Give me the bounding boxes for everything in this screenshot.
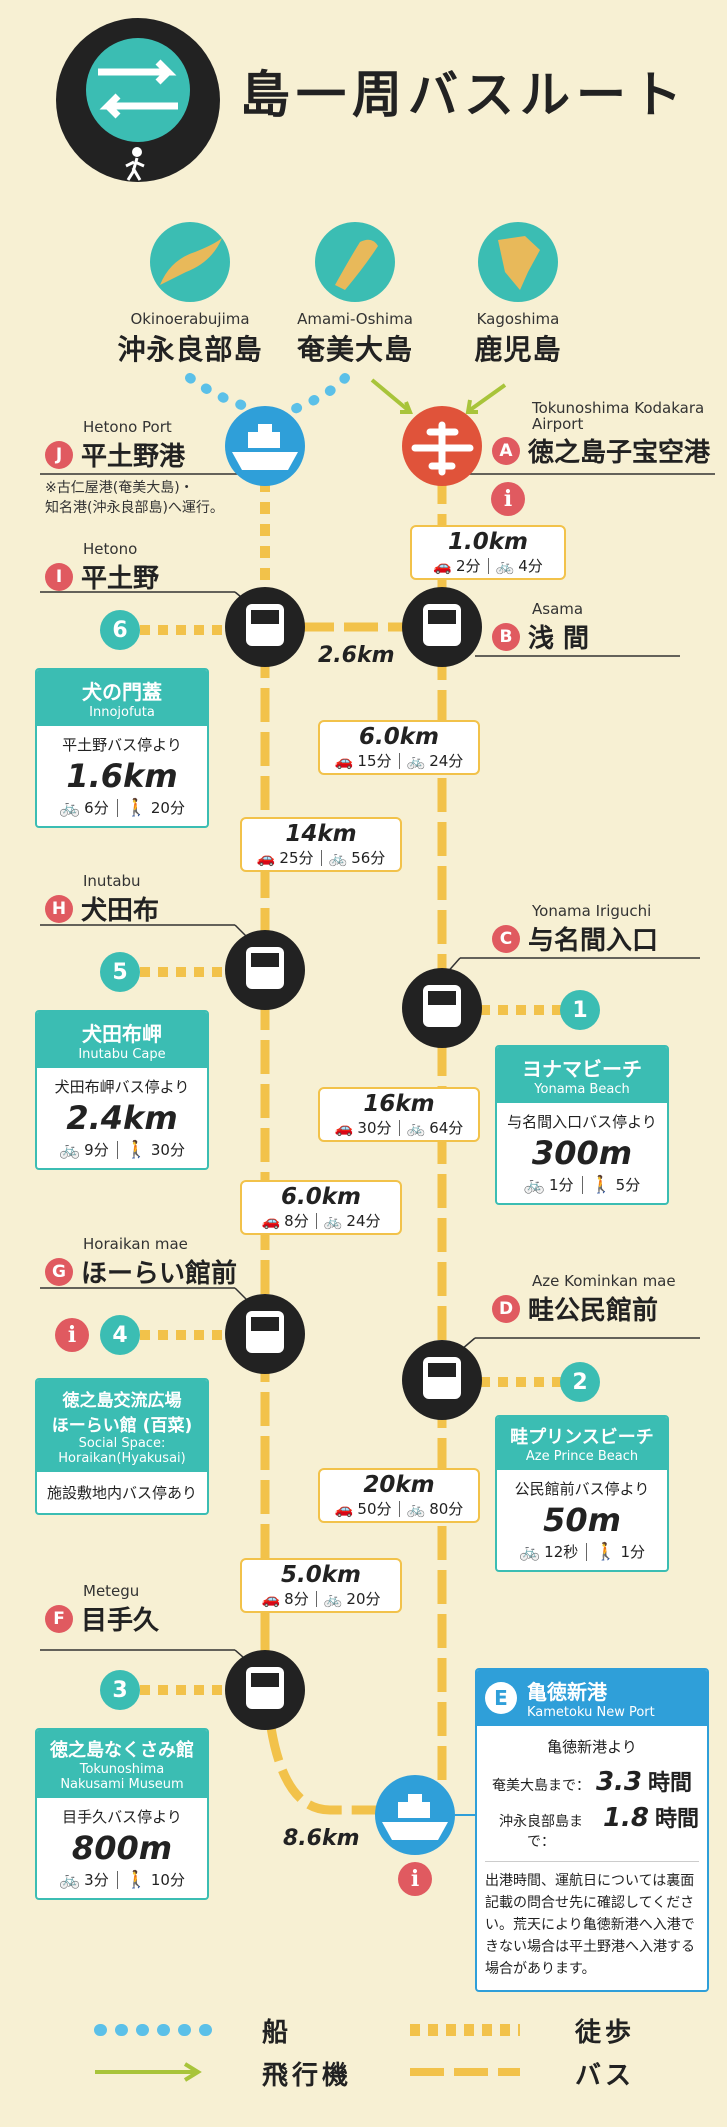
stop-letter: I xyxy=(45,562,73,591)
bicycle-icon: 🚲 xyxy=(323,1211,343,1230)
hetono-port-note: ※古仁屋港(奄美大島)・ 知名港(沖永良部島)へ運行。 xyxy=(45,480,224,516)
bicycle-icon: 🚲 xyxy=(406,1499,426,1518)
car-icon: 🚗 xyxy=(261,1589,281,1608)
bus-stop-D-icon xyxy=(402,1340,482,1420)
stop-letter: H xyxy=(45,894,73,923)
walking-icon: 🚶 xyxy=(125,1869,147,1890)
stop-letter: G xyxy=(45,1257,73,1286)
walking-icon: 🚶 xyxy=(590,1174,612,1195)
route-logo-icon xyxy=(56,18,220,182)
origin-okinoerabu: Okinoerabujima 沖永良部島 xyxy=(117,310,263,366)
bicycle-icon: 🚲 xyxy=(59,797,81,818)
distance-box-D-E: 20km 🚗50分🚲80分 xyxy=(318,1468,480,1523)
distance-box-C-D: 16km 🚗30分🚲64分 xyxy=(318,1087,480,1142)
spot-number-2: 2 xyxy=(560,1362,600,1402)
bicycle-icon: 🚲 xyxy=(59,1139,81,1160)
stop-letter: C xyxy=(492,924,520,953)
bicycle-icon: 🚲 xyxy=(406,751,426,770)
stop-letter: D xyxy=(492,1294,520,1323)
spot-number-4: 4 xyxy=(100,1315,140,1355)
walking-icon: 🚶 xyxy=(125,1139,147,1160)
distance-box-B-C: 6.0km 🚗15分🚲24分 xyxy=(318,720,480,775)
bicycle-icon: 🚲 xyxy=(323,1589,343,1608)
car-icon: 🚗 xyxy=(334,751,354,770)
spot-number-3: 3 xyxy=(100,1670,140,1710)
bicycle-icon: 🚲 xyxy=(328,848,348,867)
origin-kagoshima: Kagoshima 鹿児島 xyxy=(474,310,562,366)
bicycle-icon: 🚲 xyxy=(495,556,515,575)
car-icon: 🚗 xyxy=(433,556,452,575)
stop-letter: J xyxy=(45,440,73,469)
kametoku-port-ship-icon xyxy=(375,1775,455,1855)
legend-ship-label: 船 xyxy=(262,2018,293,2048)
page-title: 島一周バスルート xyxy=(240,66,688,124)
distance-box-I-H: 14km 🚗25分🚲56分 xyxy=(240,817,402,872)
distance-box-H-G: 6.0km 🚗8分🚲24分 xyxy=(240,1180,402,1235)
stop-letter: A xyxy=(492,436,520,465)
spot-card-horaikan: 徳之島交流広場ほーらい館 (百菜)Social Space:Horaikan(H… xyxy=(35,1378,209,1515)
airport-info-icon: i xyxy=(491,482,525,516)
amami-island-icon xyxy=(315,222,395,302)
bus-stop-F-icon xyxy=(225,1650,305,1730)
segment-label-I-B: 2.6km xyxy=(318,643,395,668)
distance-box-G-F: 5.0km 🚗8分🚲20分 xyxy=(240,1558,402,1613)
stop-letter: F xyxy=(45,1604,73,1633)
car-icon: 🚗 xyxy=(334,1499,354,1518)
walking-icon: 🚶 xyxy=(595,1541,617,1562)
car-icon: 🚗 xyxy=(334,1118,354,1137)
stop-letter: B xyxy=(492,622,520,651)
horaikan-info-icon: i xyxy=(55,1318,89,1352)
bus-stop-H-icon xyxy=(225,930,305,1010)
okinoerabu-island-icon xyxy=(150,222,230,302)
legend-walk-label: 徒歩 xyxy=(575,2018,636,2048)
spot-number-1: 1 xyxy=(560,990,600,1030)
legend-bus-label: バス xyxy=(575,2061,636,2091)
port-info-icon: i xyxy=(398,1862,432,1896)
bus-stop-B-icon xyxy=(402,587,482,667)
stop-letter: E xyxy=(485,1682,517,1714)
car-icon: 🚗 xyxy=(256,848,276,867)
bus-stop-C-icon xyxy=(402,968,482,1048)
legend-plane-label: 飛行機 xyxy=(262,2061,353,2091)
kagoshima-island-icon xyxy=(478,222,558,302)
segment-label-F-E: 8.6km xyxy=(283,1826,360,1851)
bicycle-icon: 🚲 xyxy=(519,1541,541,1562)
car-icon: 🚗 xyxy=(261,1211,281,1230)
bicycle-icon: 🚲 xyxy=(523,1174,545,1195)
walking-icon: 🚶 xyxy=(125,797,147,818)
bicycle-icon: 🚲 xyxy=(406,1118,426,1137)
spot-number-6: 6 xyxy=(100,610,140,650)
bicycle-icon: 🚲 xyxy=(59,1869,81,1890)
spot-number-5: 5 xyxy=(100,952,140,992)
origin-amami: Amami-Oshima 奄美大島 xyxy=(296,310,413,366)
bus-stop-I-icon xyxy=(225,587,305,667)
distance-box-A-B: 1.0km 🚗2分🚲4分 xyxy=(410,525,566,580)
hetono-port-ship-icon xyxy=(225,406,305,486)
bus-stop-G-icon xyxy=(225,1294,305,1374)
airport-plane-icon xyxy=(402,406,482,486)
